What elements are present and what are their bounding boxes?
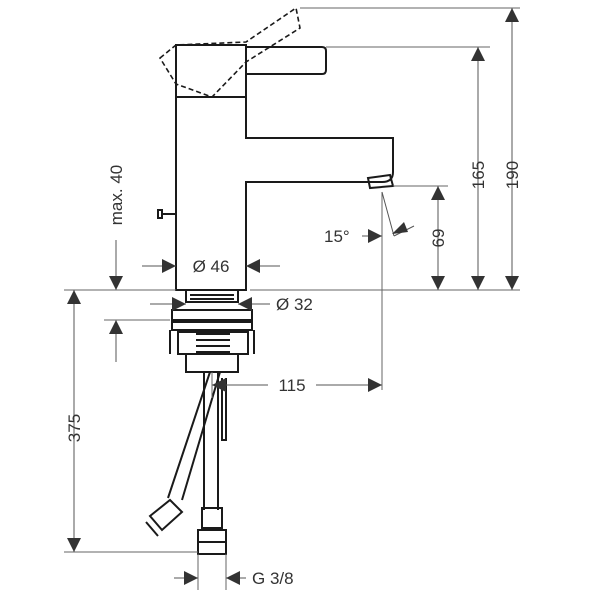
dim-connection-g38: G 3/8: [174, 554, 294, 590]
popup-rod: [157, 209, 176, 219]
dim-height-69: 69: [393, 185, 448, 290]
dim-label-g38: G 3/8: [252, 569, 294, 588]
lever-arm: [246, 46, 327, 75]
dim-label-max40: max. 40: [107, 165, 126, 225]
dim-angle-15: 15°: [324, 191, 415, 390]
faucet-body: [175, 97, 394, 291]
dim-label-32: Ø 32: [276, 295, 313, 314]
dim-length-375: 375: [64, 289, 198, 553]
dim-projection-115: 115: [211, 372, 382, 398]
dim-diameter-32: Ø 32: [150, 295, 313, 314]
lever-raised-outline: [158, 6, 301, 98]
dim-label-69: 69: [429, 229, 448, 248]
supply-hoses: [145, 371, 227, 555]
dim-height-190: 190: [250, 7, 522, 291]
dim-diameter-46: Ø 46: [142, 257, 280, 276]
dim-label-46: Ø 46: [193, 257, 230, 276]
threaded-shank: [169, 289, 255, 373]
faucet-outline: [157, 6, 395, 291]
dim-label-165: 165: [469, 161, 488, 189]
dim-label-115: 115: [278, 376, 305, 395]
lever-handle: [175, 44, 247, 98]
dim-label-375: 375: [65, 414, 84, 442]
dim-label-15: 15°: [324, 227, 350, 246]
dim-label-190: 190: [503, 161, 522, 189]
dim-height-165: 165: [326, 46, 490, 290]
